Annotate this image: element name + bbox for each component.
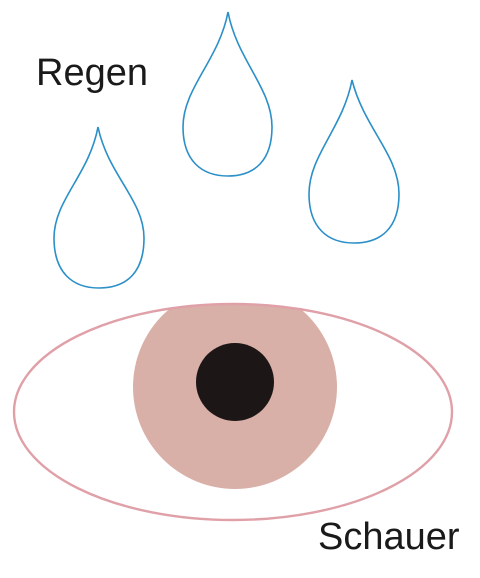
pupil bbox=[196, 343, 274, 421]
raindrop-icon bbox=[53, 126, 145, 289]
eye-outline bbox=[12, 302, 454, 522]
raindrop-icon bbox=[182, 11, 273, 177]
label-schauer: Schauer bbox=[318, 516, 460, 558]
raindrop-icon bbox=[308, 79, 400, 244]
label-regen: Regen bbox=[36, 52, 148, 94]
